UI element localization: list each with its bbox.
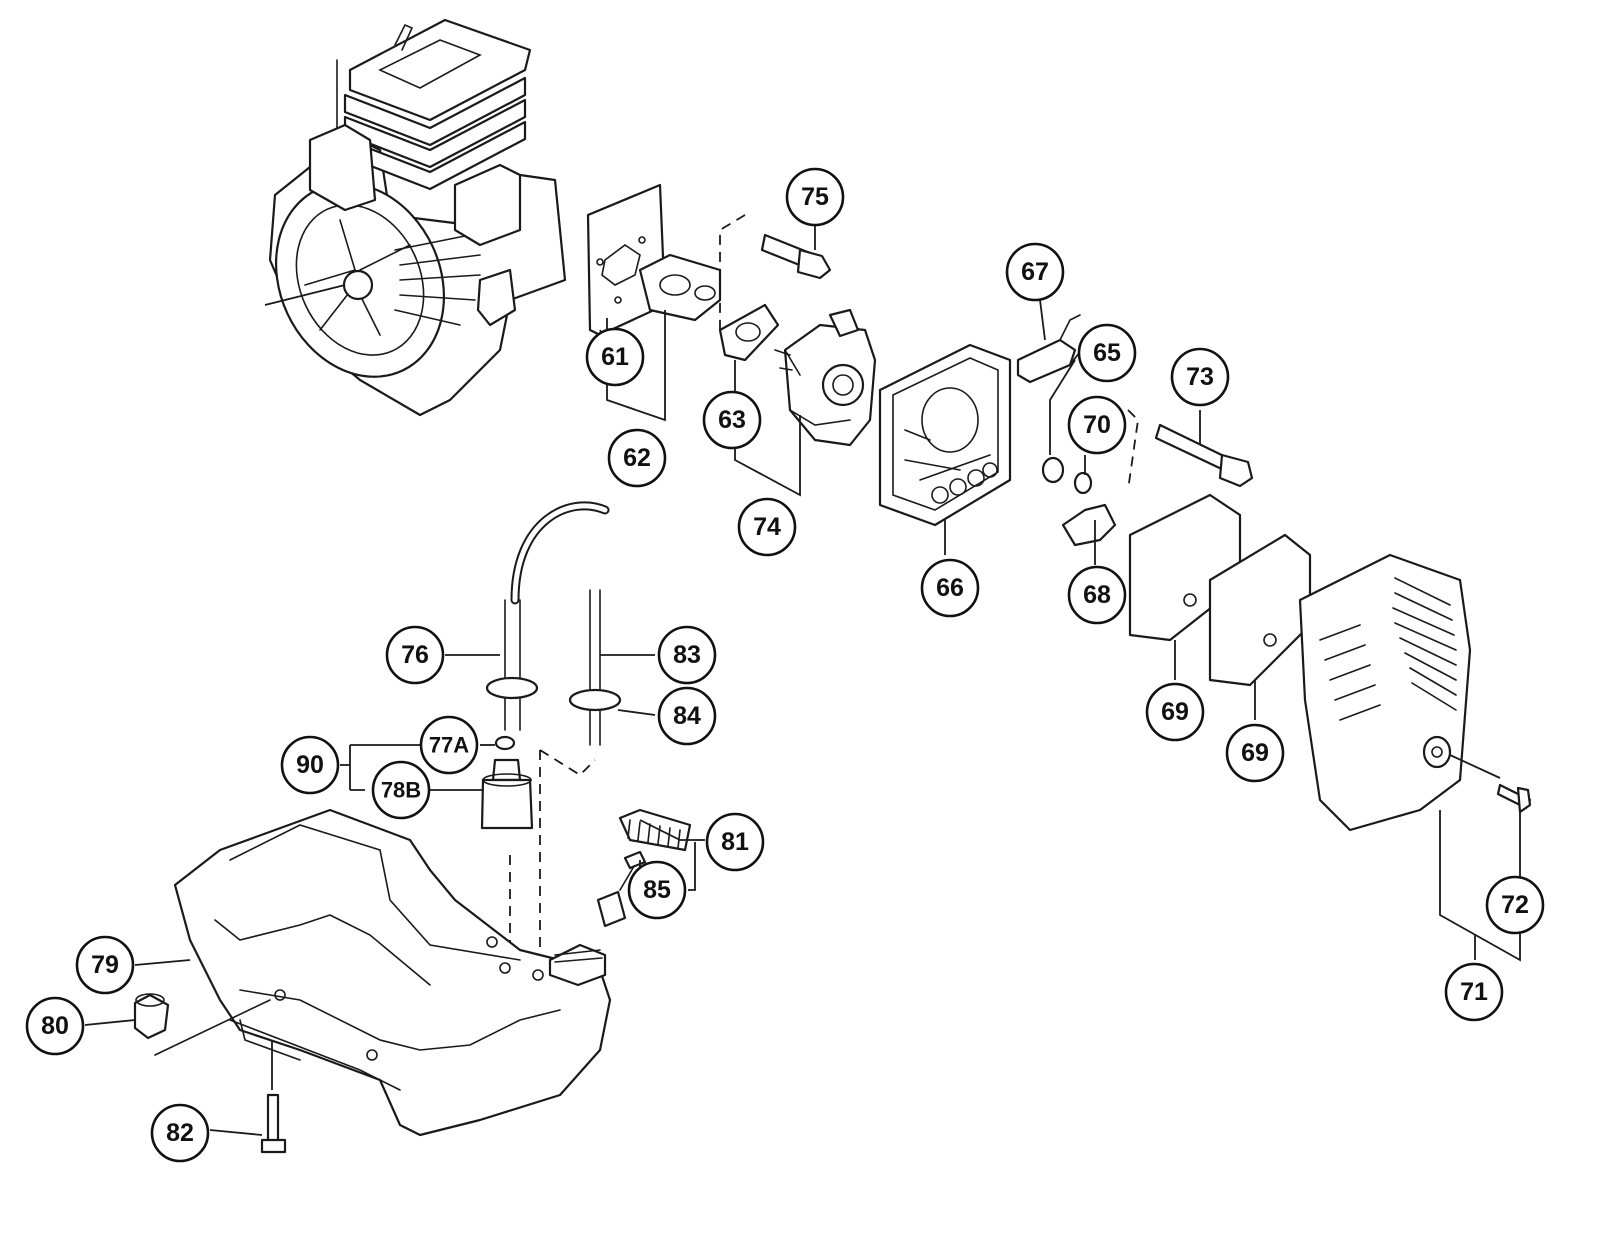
callout-66: 66 (920, 558, 980, 618)
svg-text:81: 81 (721, 828, 749, 856)
svg-text:72: 72 (1501, 891, 1529, 919)
svg-text:65: 65 (1093, 339, 1121, 367)
callout-72: 72 (1485, 875, 1545, 935)
callout-65: 65 (1077, 323, 1137, 383)
svg-text:74: 74 (753, 513, 781, 541)
svg-text:75: 75 (801, 183, 829, 211)
svg-text:80: 80 (41, 1012, 69, 1040)
svg-text:61: 61 (601, 343, 629, 371)
svg-text:90: 90 (296, 751, 324, 779)
callout-69b: 69 (1225, 723, 1285, 783)
callout-68: 68 (1067, 565, 1127, 625)
callout-79: 79 (75, 935, 135, 995)
callout-70: 70 (1067, 395, 1127, 455)
callout-67: 67 (1005, 242, 1065, 302)
air-cleaner-cover-71 (1298, 553, 1472, 832)
callout-61: 61 (585, 327, 645, 387)
callout-81: 81 (705, 812, 765, 872)
svg-text:70: 70 (1083, 411, 1111, 439)
callout-71: 71 (1444, 962, 1504, 1022)
svg-text:82: 82 (166, 1119, 194, 1147)
svg-text:69: 69 (1161, 698, 1189, 726)
callout-75: 75 (785, 167, 845, 227)
svg-text:76: 76 (401, 641, 429, 669)
collar-65 (1041, 456, 1065, 484)
callout-76: 76 (385, 625, 445, 685)
callouts: 61 62 63 65 66 67 68 69 69 70 71 72 73 7… (25, 167, 1545, 1163)
svg-text:71: 71 (1460, 978, 1488, 1006)
callout-69a: 69 (1145, 682, 1205, 742)
callout-73: 73 (1170, 347, 1230, 407)
clip-77a (494, 735, 516, 751)
svg-text:68: 68 (1083, 581, 1111, 609)
engine-assembly (264, 18, 567, 417)
choke-plate-68 (1061, 503, 1117, 547)
svg-text:63: 63 (718, 406, 746, 434)
gasket-61 (586, 183, 667, 337)
insulator-62 (638, 253, 722, 322)
svg-text:62: 62 (623, 444, 651, 472)
callout-78b: 78B (371, 760, 431, 820)
callout-83: 83 (657, 625, 717, 685)
washer-70 (1073, 471, 1093, 495)
callout-77a: 77A (419, 715, 479, 775)
callout-90: 90 (280, 735, 340, 795)
callout-84: 84 (657, 686, 717, 746)
svg-text:85: 85 (643, 876, 671, 904)
air-cleaner-base-66 (878, 343, 1012, 527)
callout-63: 63 (702, 390, 762, 450)
callout-62: 62 (607, 428, 667, 488)
callout-85: 85 (627, 860, 687, 920)
svg-text:67: 67 (1021, 258, 1049, 286)
svg-text:66: 66 (936, 574, 964, 602)
fuel-filter-78b (480, 758, 534, 830)
svg-text:79: 79 (91, 951, 119, 979)
svg-text:69: 69 (1241, 739, 1269, 767)
svg-text:73: 73 (1186, 363, 1214, 391)
callout-80: 80 (25, 996, 85, 1056)
fuel-tank-79 (173, 808, 612, 1137)
damper-80 (133, 993, 170, 1040)
svg-text:83: 83 (673, 641, 701, 669)
svg-text:77A: 77A (429, 733, 469, 758)
carburetor-74 (774, 308, 877, 447)
grommet-84 (568, 688, 622, 712)
gasket-63 (718, 303, 780, 362)
svg-text:78B: 78B (381, 778, 421, 803)
screw-75 (760, 233, 832, 280)
plate-67 (1016, 338, 1077, 384)
bolt-82 (260, 1093, 287, 1154)
fuel-pipe-76 (510, 501, 610, 605)
svg-text:84: 84 (673, 702, 701, 730)
callout-74: 74 (737, 497, 797, 557)
bolt-73 (1154, 423, 1254, 488)
callout-82: 82 (150, 1103, 210, 1163)
